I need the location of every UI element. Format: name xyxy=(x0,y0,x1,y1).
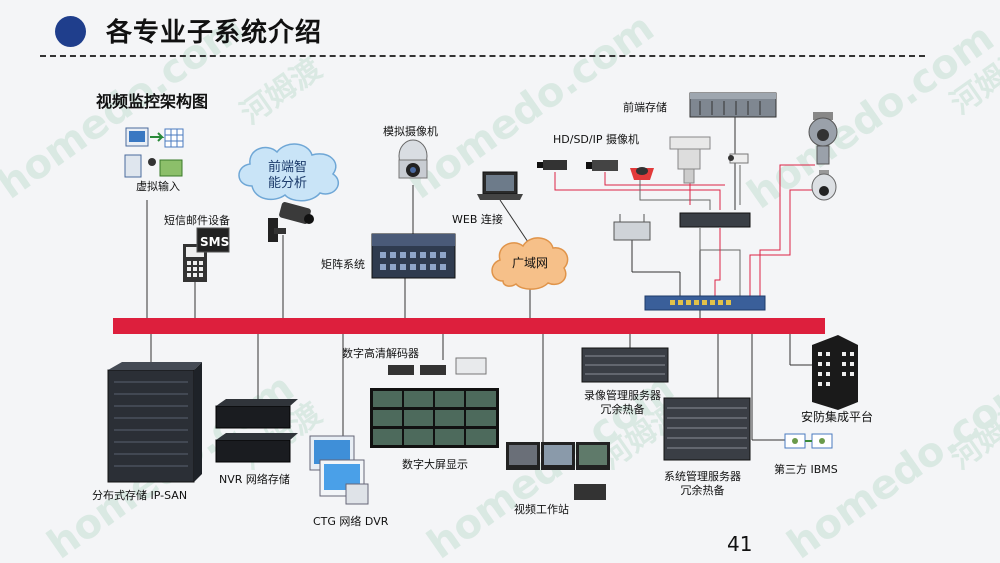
watermark-cjk-1: 河姆渡 xyxy=(235,51,330,132)
page-title: 各专业子系统介绍 xyxy=(106,18,323,48)
label-nvr: NVR 网络存储 xyxy=(219,473,290,486)
label-workstation: 视频工作站 xyxy=(514,503,569,516)
virtual-input-icon xyxy=(124,127,184,178)
video-wall-icon xyxy=(370,388,499,448)
laptop-icon xyxy=(477,171,523,200)
encoder-icon xyxy=(613,214,651,241)
wall-camera-icon xyxy=(268,202,314,242)
ethernet-switch-icon xyxy=(679,212,751,228)
label-wan: 广域网 xyxy=(512,256,549,270)
label-web: WEB 连接 xyxy=(452,213,503,226)
analog-camera-icon xyxy=(398,139,428,179)
hd-camera-2-icon xyxy=(586,160,618,171)
title-bullet xyxy=(55,16,86,47)
core-switch-icon xyxy=(644,295,766,311)
recording-server-icon xyxy=(581,347,669,383)
security-platform-icon xyxy=(812,335,858,410)
ibms-icon xyxy=(784,433,833,449)
page-number: 41 xyxy=(727,532,753,556)
speed-dome-2-icon xyxy=(811,170,837,201)
ptz-camera-icon xyxy=(669,136,711,184)
dome-camera-icon xyxy=(630,167,654,180)
label-matrix: 矩阵系统 xyxy=(321,258,365,271)
label-ctg: CTG 网络 DVR xyxy=(313,515,389,528)
workstation-icon xyxy=(506,442,610,500)
front-analysis-cloud xyxy=(238,143,339,202)
label-front-analysis: 前端智 能分析 xyxy=(268,160,308,191)
label-san: 分布式存储 IP-SAN xyxy=(92,489,188,502)
nvr-icon xyxy=(215,399,298,463)
wan-cloud xyxy=(491,237,569,290)
label-virtual-input: 虚拟输入 xyxy=(136,180,180,193)
hd-camera-1-icon xyxy=(537,160,567,170)
front-storage-icon xyxy=(689,92,777,118)
label-sms-device: 短信邮件设备 xyxy=(164,214,230,227)
decoder-icons xyxy=(388,357,487,375)
label-hd-camera: HD/SD/IP 摄像机 xyxy=(553,133,639,146)
box-camera-icon xyxy=(728,153,749,164)
ctg-dvr-icon xyxy=(309,435,369,505)
san-rack-icon xyxy=(107,362,202,483)
label-ibms: 第三方 IBMS xyxy=(774,463,838,476)
label-decoder: 数字高清解码器 xyxy=(342,347,419,360)
matrix-system-icon xyxy=(371,233,456,279)
label-security-platform: 安防集成平台 xyxy=(801,410,874,424)
title-divider xyxy=(40,55,925,57)
label-front-storage: 前端存储 xyxy=(623,101,667,114)
label-recording-server: 录像管理服务器 冗余热备 xyxy=(584,389,661,416)
label-mgmt-server: 系统管理服务器 冗余热备 xyxy=(664,470,741,497)
mgmt-server-icon xyxy=(663,397,751,461)
sms-text: SMS xyxy=(200,235,229,249)
sms-device-icon: SMS xyxy=(183,227,230,282)
label-video-wall: 数字大屏显示 xyxy=(402,458,468,471)
label-analog-camera: 模拟摄像机 xyxy=(383,125,438,138)
speed-dome-1-icon xyxy=(808,112,838,165)
diagram-subtitle: 视频监控架构图 xyxy=(96,92,209,111)
camera-links xyxy=(554,164,815,296)
network-bus xyxy=(113,318,825,334)
